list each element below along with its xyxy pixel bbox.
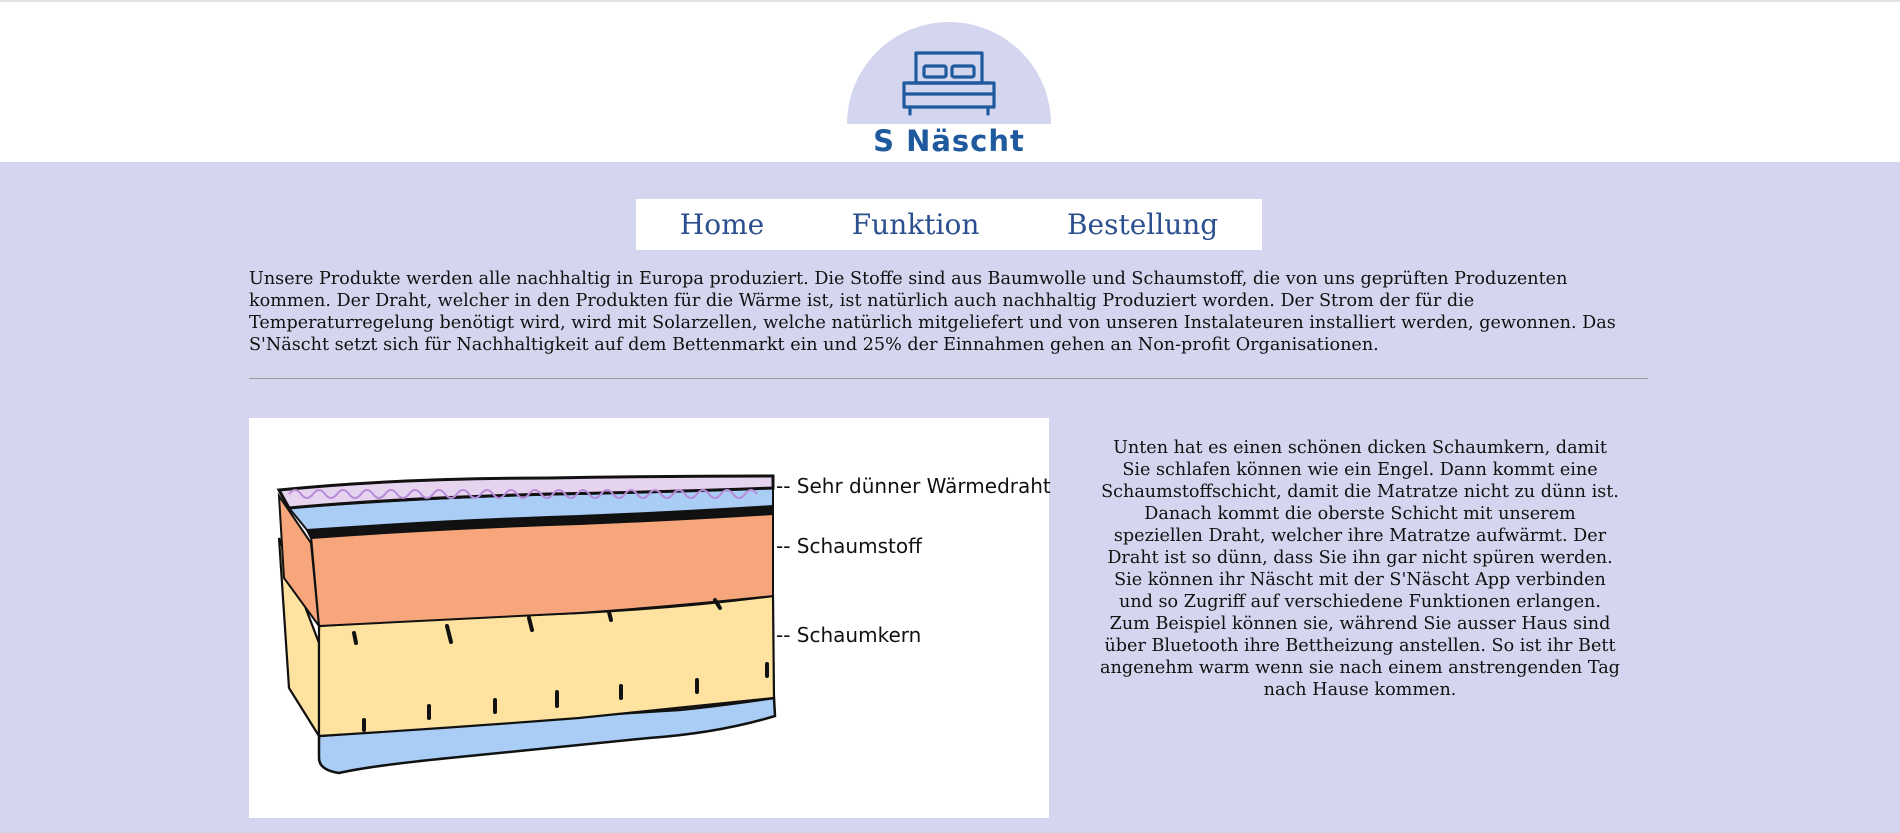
nav-funktion-link[interactable]: Funktion <box>851 208 980 241</box>
header: S Näscht <box>0 0 1900 162</box>
label-waermedraht: -- Sehr dünner Wärmedraht <box>776 474 1051 498</box>
intro-paragraph: Unsere Produkte werden alle nachhaltig i… <box>249 269 1616 355</box>
label-schaumkern: -- Schaumkern <box>776 623 922 647</box>
brand-logo[interactable]: S Näscht <box>846 16 1052 166</box>
mattress-diagram: -- Sehr dünner Wärmedraht -- Schaumstoff… <box>249 418 1051 818</box>
main-nav: Home Funktion Bestellung <box>636 199 1262 250</box>
product-description: Unten hat es einen schönen dicken Schaum… <box>1100 438 1620 700</box>
mattress-illustration <box>276 474 777 775</box>
section-divider <box>249 378 1648 379</box>
brand-name: S Näscht <box>873 124 1025 158</box>
nav-bestellung-link[interactable]: Bestellung <box>1066 208 1219 241</box>
label-schaumstoff: -- Schaumstoff <box>776 534 922 558</box>
nav-home-link[interactable]: Home <box>679 208 765 241</box>
bed-icon <box>847 22 1051 124</box>
